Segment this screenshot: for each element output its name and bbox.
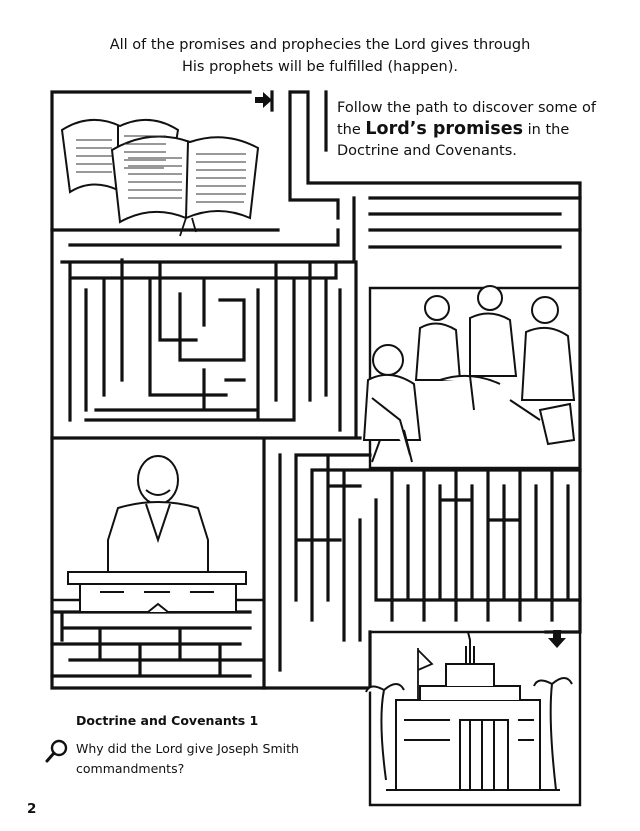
- caption-emphasis: Lord’s promises: [365, 119, 524, 139]
- intro-line-1: All of the promises and prophecies the L…: [109, 37, 531, 53]
- scripture-question: Why did the Lord give Joseph Smith comma…: [76, 741, 299, 776]
- prophet-illustration: [67, 455, 247, 613]
- page-number: 2: [27, 801, 37, 817]
- scripture-reference: Doctrine and Covenants 1: [76, 713, 259, 728]
- missionaries-illustration: [362, 285, 576, 463]
- magnifying-glass-icon: [45, 739, 68, 763]
- maze-caption: Follow the path to discover some of the …: [337, 98, 597, 162]
- arrow-right-icon: [255, 92, 272, 108]
- arrow-down-icon: [548, 630, 566, 648]
- caption-after: in the Doctrine and Covenants.: [337, 122, 570, 159]
- panel-temple-frame: [368, 630, 582, 807]
- scriptures-illustration: [60, 119, 260, 237]
- maze-walls: [50, 90, 582, 690]
- temple-illustration: [365, 631, 573, 791]
- intro-line-2: His prophets will be fulfilled (happen).: [181, 59, 459, 75]
- intro-text: All of the promises and prophecies the L…: [60, 34, 580, 78]
- caption-before: Follow the path to discover some of the: [337, 100, 596, 138]
